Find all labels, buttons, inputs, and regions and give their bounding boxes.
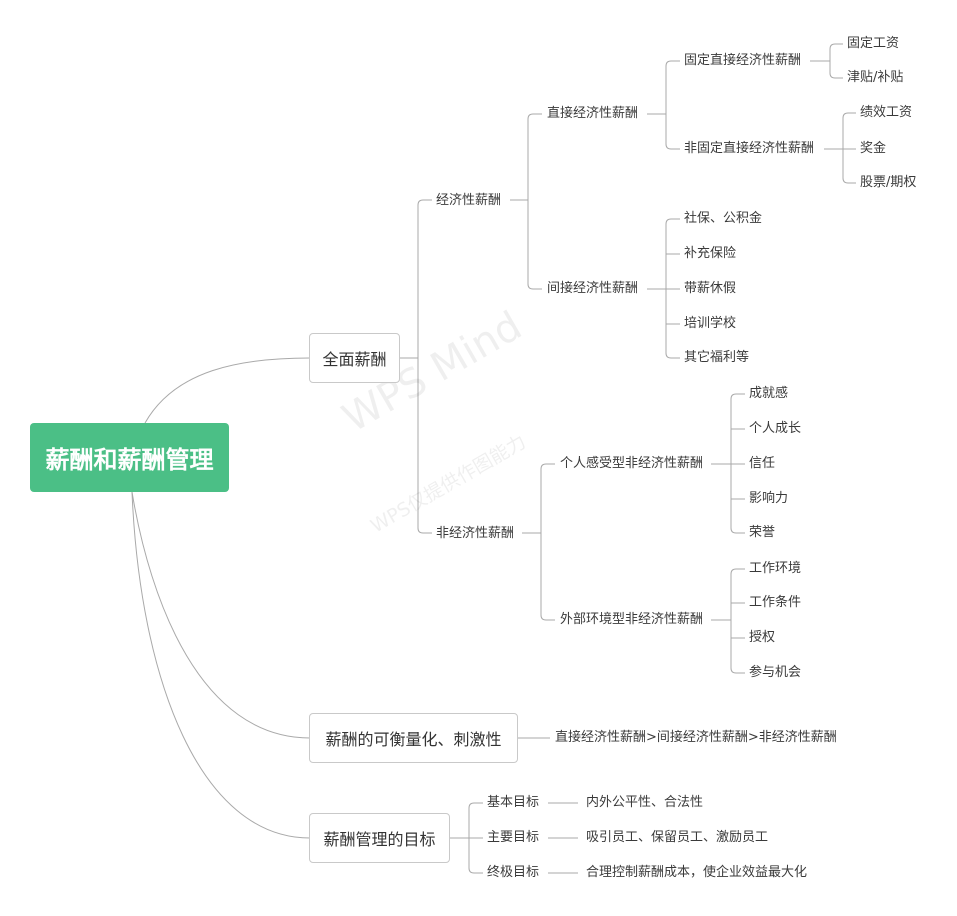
node-external-environment[interactable]: 外部环境型非经济性薪酬 — [560, 612, 704, 627]
leaf-stock-options[interactable]: 股票/期权 — [860, 175, 917, 190]
leaf-authorization[interactable]: 授权 — [749, 630, 776, 645]
leaf-work-conditions[interactable]: 工作条件 — [749, 595, 802, 610]
node-ultimate-goal[interactable]: 终极目标 — [487, 865, 540, 880]
leaf-social-insurance[interactable]: 社保、公积金 — [684, 211, 763, 226]
node-personal-feeling[interactable]: 个人感受型非经济性薪酬 — [560, 456, 704, 471]
leaf-influence[interactable]: 影响力 — [749, 491, 789, 506]
leaf-supplementary-insurance[interactable]: 补充保险 — [684, 246, 737, 261]
leaf-bonus[interactable]: 奖金 — [860, 141, 887, 156]
node-fixed-direct[interactable]: 固定直接经济性薪酬 — [684, 53, 802, 68]
leaf-participation[interactable]: 参与机会 — [749, 665, 802, 680]
leaf-trust[interactable]: 信任 — [749, 456, 776, 471]
leaf-honor[interactable]: 荣誉 — [749, 525, 776, 540]
leaf-work-environment[interactable]: 工作环境 — [749, 561, 802, 576]
leaf-allowance[interactable]: 津贴/补贴 — [847, 70, 904, 85]
node-priority-note[interactable]: 直接经济性薪酬>间接经济性薪酬>非经济性薪酬 — [555, 730, 837, 745]
leaf-fixed-salary[interactable]: 固定工资 — [847, 36, 900, 51]
leaf-other-benefits[interactable]: 其它福利等 — [684, 350, 750, 365]
leaf-training[interactable]: 培训学校 — [684, 316, 737, 331]
branch-total-compensation[interactable]: 全面薪酬 — [309, 333, 400, 383]
node-direct[interactable]: 直接经济性薪酬 — [547, 106, 639, 121]
leaf-personal-growth[interactable]: 个人成长 — [749, 421, 802, 436]
leaf-basic-goal-value[interactable]: 内外公平性、合法性 — [586, 795, 704, 810]
node-noneconomic[interactable]: 非经济性薪酬 — [436, 526, 515, 541]
node-nonfixed-direct[interactable]: 非固定直接经济性薪酬 — [684, 141, 815, 156]
branch-management-goals[interactable]: 薪酬管理的目标 — [309, 813, 450, 863]
branch-measurability[interactable]: 薪酬的可衡量化、刺激性 — [309, 713, 518, 763]
node-economic[interactable]: 经济性薪酬 — [436, 193, 502, 208]
node-indirect[interactable]: 间接经济性薪酬 — [547, 281, 639, 296]
leaf-paid-leave[interactable]: 带薪休假 — [684, 281, 737, 296]
leaf-ultimate-goal-value[interactable]: 合理控制薪酬成本，使企业效益最大化 — [586, 865, 808, 880]
leaf-main-goal-value[interactable]: 吸引员工、保留员工、激励员工 — [586, 830, 769, 845]
node-main-goal[interactable]: 主要目标 — [487, 830, 540, 845]
root-node[interactable]: 薪酬和薪酬管理 — [30, 423, 229, 492]
leaf-achievement[interactable]: 成就感 — [749, 386, 789, 401]
node-basic-goal[interactable]: 基本目标 — [487, 795, 540, 810]
leaf-performance-pay[interactable]: 绩效工资 — [860, 105, 913, 120]
